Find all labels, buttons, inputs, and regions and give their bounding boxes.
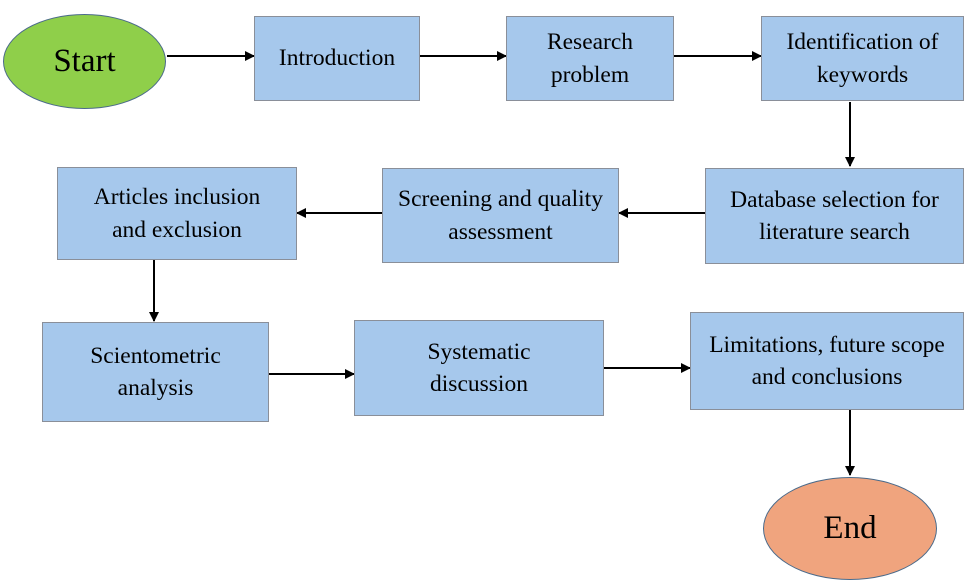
research-problem-label: Research problem <box>546 29 634 88</box>
systematic-box: Systematic discussion <box>354 320 604 416</box>
scientometric-box: Scientometric analysis <box>42 322 269 422</box>
screening-label: Screening and quality assessment <box>398 186 603 245</box>
end-node: End <box>763 477 937 580</box>
scientometric-label: Scientometric analysis <box>90 342 221 401</box>
systematic-label: Systematic discussion <box>427 338 531 397</box>
limitations-box: Limitations, future scope and conclusion… <box>690 312 964 410</box>
limitations-label: Limitations, future scope and conclusion… <box>709 331 945 390</box>
introduction-box: Introduction <box>254 16 420 101</box>
start-node: Start <box>3 14 166 109</box>
keywords-box: Identification of keywords <box>761 16 964 101</box>
articles-label: Articles inclusion and exclusion <box>93 184 261 243</box>
end-label: End <box>823 509 877 546</box>
articles-box: Articles inclusion and exclusion <box>57 167 297 260</box>
screening-box: Screening and quality assessment <box>382 168 619 263</box>
database-box: Database selection for literature search <box>705 168 964 264</box>
start-label: Start <box>53 42 116 79</box>
database-label: Database selection for literature search <box>730 186 939 245</box>
research-problem-box: Research problem <box>506 16 674 101</box>
keywords-label: Identification of keywords <box>786 29 939 88</box>
introduction-label: Introduction <box>278 45 396 72</box>
